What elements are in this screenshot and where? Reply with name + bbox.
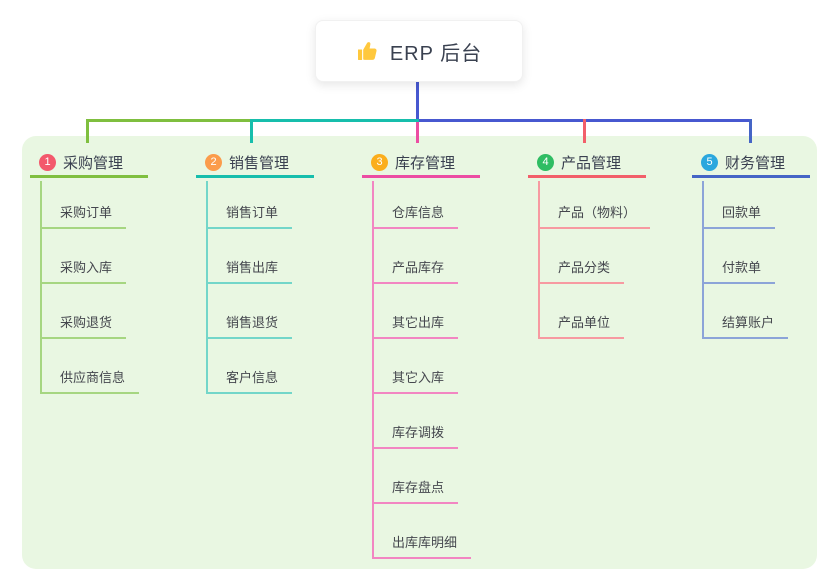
branch-sub-list-3: 仓库信息产品库存其它出库其它入库库存调拨库存盘点出库库明细 bbox=[372, 181, 472, 559]
branch-label: 采购管理 bbox=[63, 155, 124, 172]
branch-sub-list-2: 销售订单销售出库销售退货客户信息 bbox=[206, 181, 293, 394]
connector-line bbox=[250, 119, 419, 122]
branch-item[interactable]: 销售订单 bbox=[208, 181, 293, 229]
branches-panel bbox=[22, 136, 817, 569]
branch-item[interactable]: 产品（物料） bbox=[540, 181, 651, 229]
branch-item[interactable]: 产品库存 bbox=[374, 229, 459, 284]
branch-sub-list-5: 回款单付款单结算账户 bbox=[702, 181, 789, 339]
connector-line bbox=[250, 119, 253, 143]
root-connector-line bbox=[416, 82, 419, 119]
branch-item[interactable]: 供应商信息 bbox=[42, 339, 140, 394]
branch-item[interactable]: 库存调拨 bbox=[374, 394, 459, 449]
branch-header-2[interactable]: 2 销售管理 bbox=[196, 150, 314, 178]
connector-line bbox=[583, 119, 586, 143]
branch-header-3[interactable]: 3 库存管理 bbox=[362, 150, 480, 178]
branch-item[interactable]: 采购入库 bbox=[42, 229, 127, 284]
branch-item[interactable]: 产品单位 bbox=[540, 284, 625, 339]
branch-sub-list-1: 采购订单采购入库采购退货供应商信息 bbox=[40, 181, 140, 394]
branch-item[interactable]: 库存盘点 bbox=[374, 449, 459, 504]
branch-label: 财务管理 bbox=[725, 155, 786, 172]
root-node[interactable]: ERP 后台 bbox=[315, 20, 523, 82]
branch-item[interactable]: 结算账户 bbox=[704, 284, 789, 339]
connector-line bbox=[749, 119, 752, 143]
branch-badge: 1 bbox=[39, 154, 56, 171]
branch-badge: 3 bbox=[371, 154, 388, 171]
branch-item[interactable]: 销售退货 bbox=[208, 284, 293, 339]
root-title: ERP 后台 bbox=[389, 42, 483, 65]
branch-item[interactable]: 付款单 bbox=[704, 229, 776, 284]
branch-item[interactable]: 仓库信息 bbox=[374, 181, 459, 229]
branch-badge: 2 bbox=[205, 154, 222, 171]
branch-item[interactable]: 客户信息 bbox=[208, 339, 293, 394]
thumbs-up-icon bbox=[356, 39, 380, 63]
branch-header-5[interactable]: 5 财务管理 bbox=[692, 150, 810, 178]
branch-label: 销售管理 bbox=[229, 155, 290, 172]
branch-header-1[interactable]: 1 采购管理 bbox=[30, 150, 148, 178]
branch-item[interactable]: 采购退货 bbox=[42, 284, 127, 339]
branch-item[interactable]: 回款单 bbox=[704, 181, 776, 229]
branch-item[interactable]: 其它入库 bbox=[374, 339, 459, 394]
branch-item[interactable]: 其它出库 bbox=[374, 284, 459, 339]
branch-item[interactable]: 产品分类 bbox=[540, 229, 625, 284]
branch-sub-list-4: 产品（物料）产品分类产品单位 bbox=[538, 181, 651, 339]
branch-label: 库存管理 bbox=[395, 155, 456, 172]
connector-line bbox=[416, 122, 419, 143]
branch-item[interactable]: 出库库明细 bbox=[374, 504, 472, 559]
branch-item[interactable]: 销售出库 bbox=[208, 229, 293, 284]
branch-header-4[interactable]: 4 产品管理 bbox=[528, 150, 646, 178]
branch-label: 产品管理 bbox=[561, 155, 622, 172]
connector-line bbox=[86, 119, 253, 122]
branch-item[interactable]: 采购订单 bbox=[42, 181, 127, 229]
branch-badge: 4 bbox=[537, 154, 554, 171]
branch-badge: 5 bbox=[701, 154, 718, 171]
connector-line bbox=[86, 119, 89, 143]
